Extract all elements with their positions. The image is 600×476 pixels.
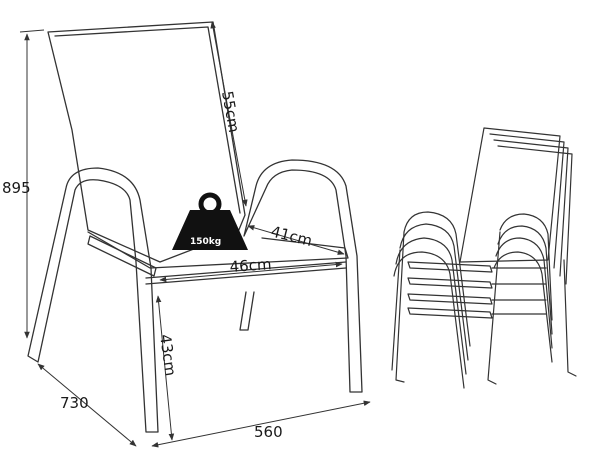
depth-dim-line bbox=[37, 363, 137, 447]
seat-width-dim-line bbox=[159, 261, 343, 283]
back-height-dim-line bbox=[210, 21, 248, 207]
seat-depth-label: 41cm bbox=[269, 222, 314, 250]
stacked-chairs bbox=[391, 127, 577, 389]
seat-height-dim-line bbox=[155, 295, 175, 441]
depth-label: 730 bbox=[60, 394, 89, 412]
rear-leg bbox=[239, 291, 255, 331]
left-armrest bbox=[27, 167, 159, 433]
total-height-label: 895 bbox=[2, 179, 31, 197]
seat-depth-dim-line bbox=[247, 225, 345, 255]
weight-label: 150kg bbox=[190, 237, 221, 247]
main-chair bbox=[27, 21, 363, 433]
width-label: 560 bbox=[254, 423, 283, 441]
weight-icon: 150kg bbox=[172, 192, 248, 250]
dimension-lines bbox=[19, 21, 371, 448]
right-armrest bbox=[243, 159, 363, 393]
seat-width-label: 46cm bbox=[229, 255, 272, 276]
front-rail bbox=[87, 235, 157, 277]
back-height-label: 55cm bbox=[218, 90, 243, 134]
seat-height-label: 43cm bbox=[156, 333, 180, 377]
backrest-inner-edge bbox=[54, 26, 241, 214]
width-dim-line bbox=[151, 400, 371, 448]
